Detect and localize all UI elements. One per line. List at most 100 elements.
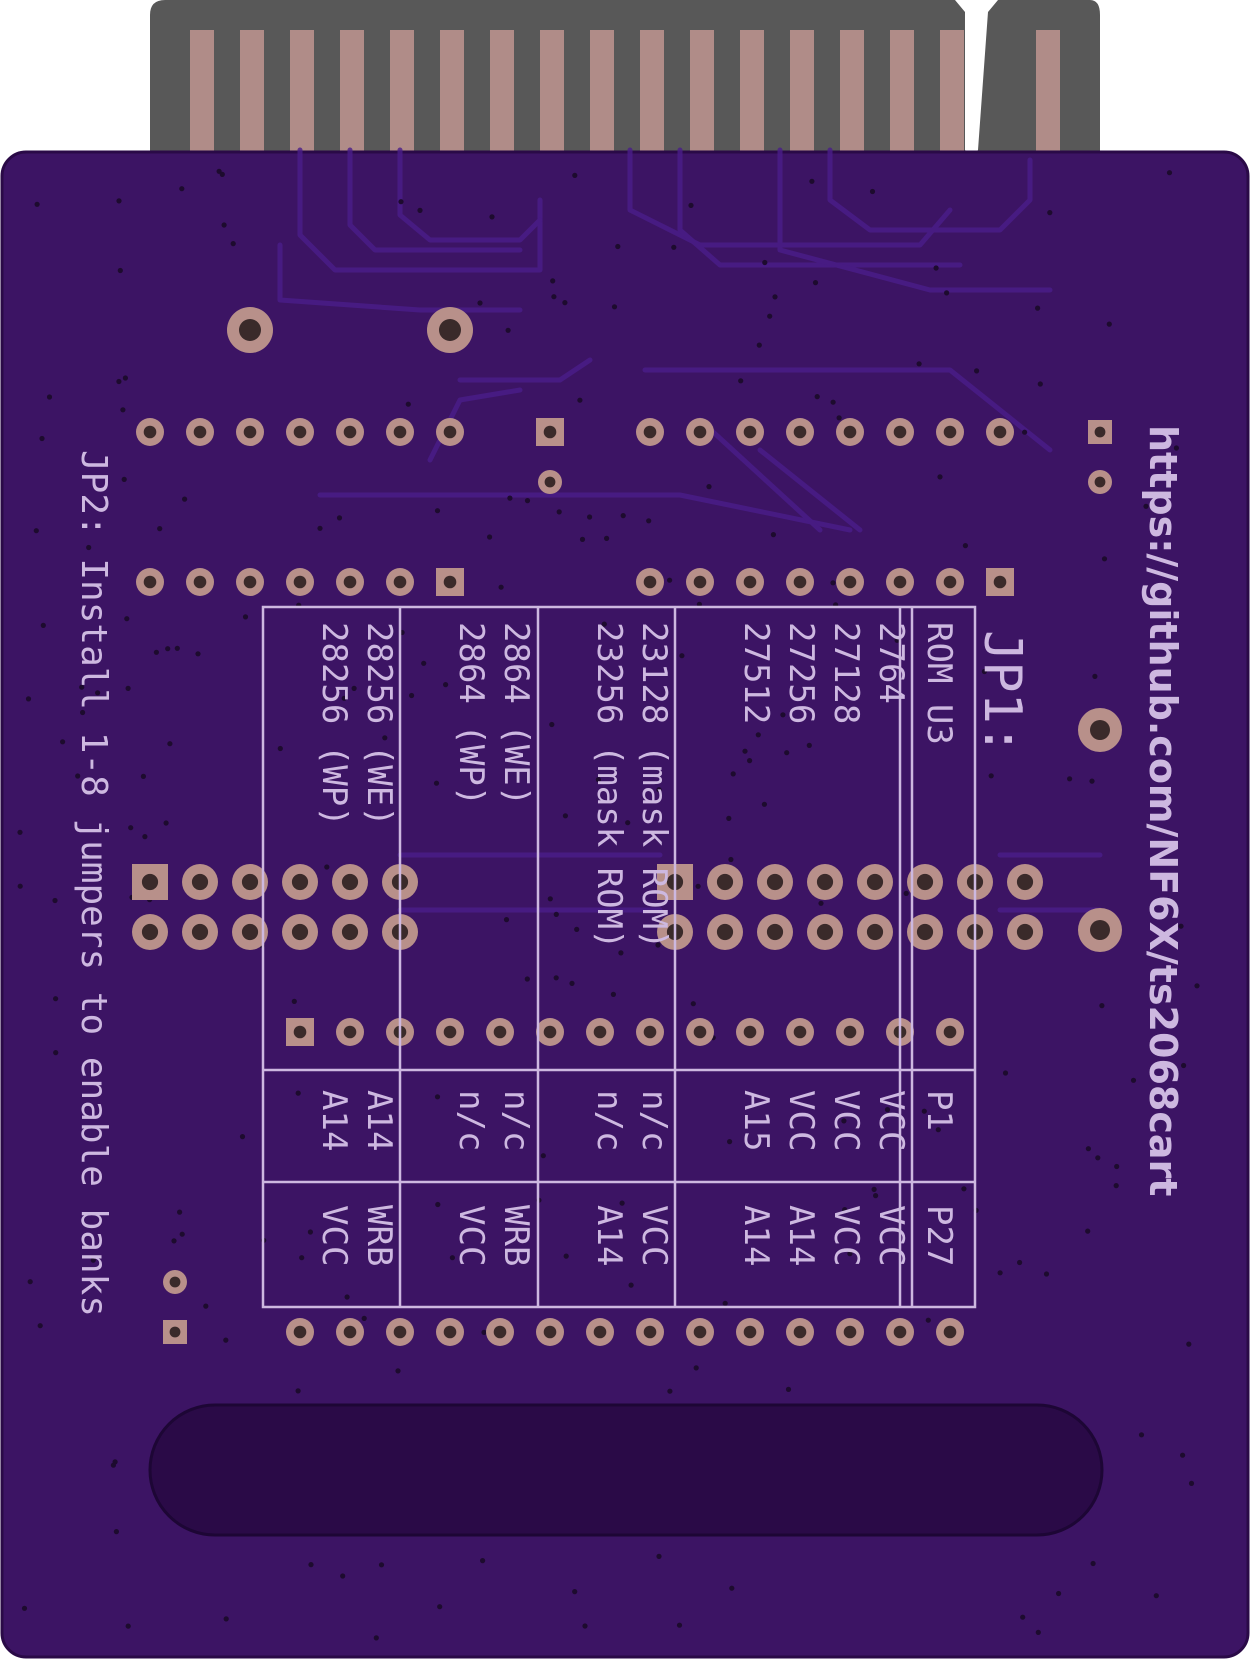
pad-hole — [291, 923, 309, 941]
pad-hole — [593, 1325, 607, 1339]
pad-hole — [693, 1325, 707, 1339]
pad-hole — [843, 1325, 857, 1339]
via — [812, 280, 819, 286]
via — [1153, 1593, 1159, 1599]
chip-name: 2764 — [871, 622, 911, 704]
pad-hole — [843, 575, 857, 589]
via — [435, 1201, 441, 1208]
via — [80, 709, 86, 716]
via — [569, 980, 575, 987]
pad-hole — [443, 575, 457, 589]
via — [95, 690, 101, 696]
via — [1043, 1271, 1050, 1277]
pad-hole — [693, 425, 707, 439]
p1-value: n/c — [589, 1090, 629, 1151]
pad-hole — [843, 425, 857, 439]
via — [729, 1585, 735, 1591]
via — [1067, 776, 1073, 782]
via — [395, 1368, 401, 1374]
via — [1085, 1228, 1091, 1234]
pad-hole — [291, 873, 309, 891]
via — [1022, 429, 1028, 435]
pad-hole — [243, 575, 257, 589]
via — [728, 856, 734, 863]
header-p27: P27 — [919, 1205, 959, 1266]
pad-hole — [193, 575, 207, 589]
p1-value: A14 — [359, 1090, 399, 1151]
via — [1166, 613, 1172, 619]
via — [341, 695, 347, 701]
via — [116, 378, 122, 385]
via — [25, 696, 32, 702]
jp1-title: JP1: — [972, 630, 1032, 755]
via — [842, 1207, 848, 1213]
chip-name: 28256 (WE) — [359, 622, 399, 827]
via — [755, 732, 761, 738]
via — [1017, 1259, 1023, 1266]
via — [477, 300, 483, 306]
via — [761, 801, 768, 807]
pad-hole — [743, 1325, 757, 1339]
via — [39, 435, 45, 442]
pad-hole — [143, 575, 157, 589]
via — [481, 1329, 487, 1335]
via — [981, 668, 988, 675]
pad-hole — [191, 873, 209, 891]
via — [216, 168, 222, 174]
via — [1085, 1146, 1091, 1152]
pad-hole — [293, 1325, 307, 1339]
via — [344, 1294, 350, 1300]
p27-value: VCC — [634, 1205, 674, 1266]
edge-finger — [490, 30, 514, 152]
pad-hole — [493, 1025, 507, 1039]
via — [317, 525, 323, 531]
via — [726, 815, 732, 822]
via — [742, 748, 748, 754]
pad-hole — [493, 1325, 507, 1339]
via — [171, 1238, 177, 1244]
via — [1181, 1062, 1187, 1069]
through-hole-pads — [132, 418, 1112, 1346]
pad-hole — [169, 1326, 181, 1338]
via — [90, 1257, 96, 1263]
via — [421, 660, 427, 666]
edge-finger — [190, 30, 214, 152]
via — [125, 685, 131, 692]
via — [884, 1107, 891, 1113]
via — [667, 577, 673, 583]
via — [524, 498, 531, 504]
via — [933, 265, 939, 271]
via — [1143, 503, 1149, 509]
via — [437, 1604, 443, 1610]
via — [679, 653, 685, 659]
pad-hole — [643, 575, 657, 589]
edge-finger — [690, 30, 714, 152]
edge-finger — [340, 30, 364, 152]
chip-name: 23128 (mask ROM) — [634, 622, 674, 950]
via — [128, 825, 134, 831]
edge-finger — [290, 30, 314, 152]
edge-finger — [890, 30, 914, 152]
via — [291, 998, 297, 1005]
pad-hole — [143, 425, 157, 439]
p1-value: n/c — [496, 1090, 536, 1151]
via — [770, 532, 777, 538]
via — [373, 1635, 379, 1641]
pad-hole — [893, 575, 907, 589]
pad-hole — [341, 873, 359, 891]
via — [693, 1365, 699, 1371]
via — [1099, 1003, 1105, 1009]
p1-value: VCC — [781, 1090, 821, 1151]
via — [696, 601, 703, 607]
bottom-cutout — [148, 1403, 1104, 1537]
pad-hole — [993, 425, 1007, 439]
p1-value: A14 — [314, 1090, 354, 1151]
pad-hole — [693, 575, 707, 589]
pad-hole — [716, 873, 734, 891]
via — [179, 1231, 185, 1237]
chip-name: 28256 (WP) — [314, 622, 354, 827]
via — [655, 942, 661, 948]
mounting-holes — [227, 307, 1122, 952]
pad-hole — [943, 1025, 957, 1039]
via — [562, 813, 569, 819]
